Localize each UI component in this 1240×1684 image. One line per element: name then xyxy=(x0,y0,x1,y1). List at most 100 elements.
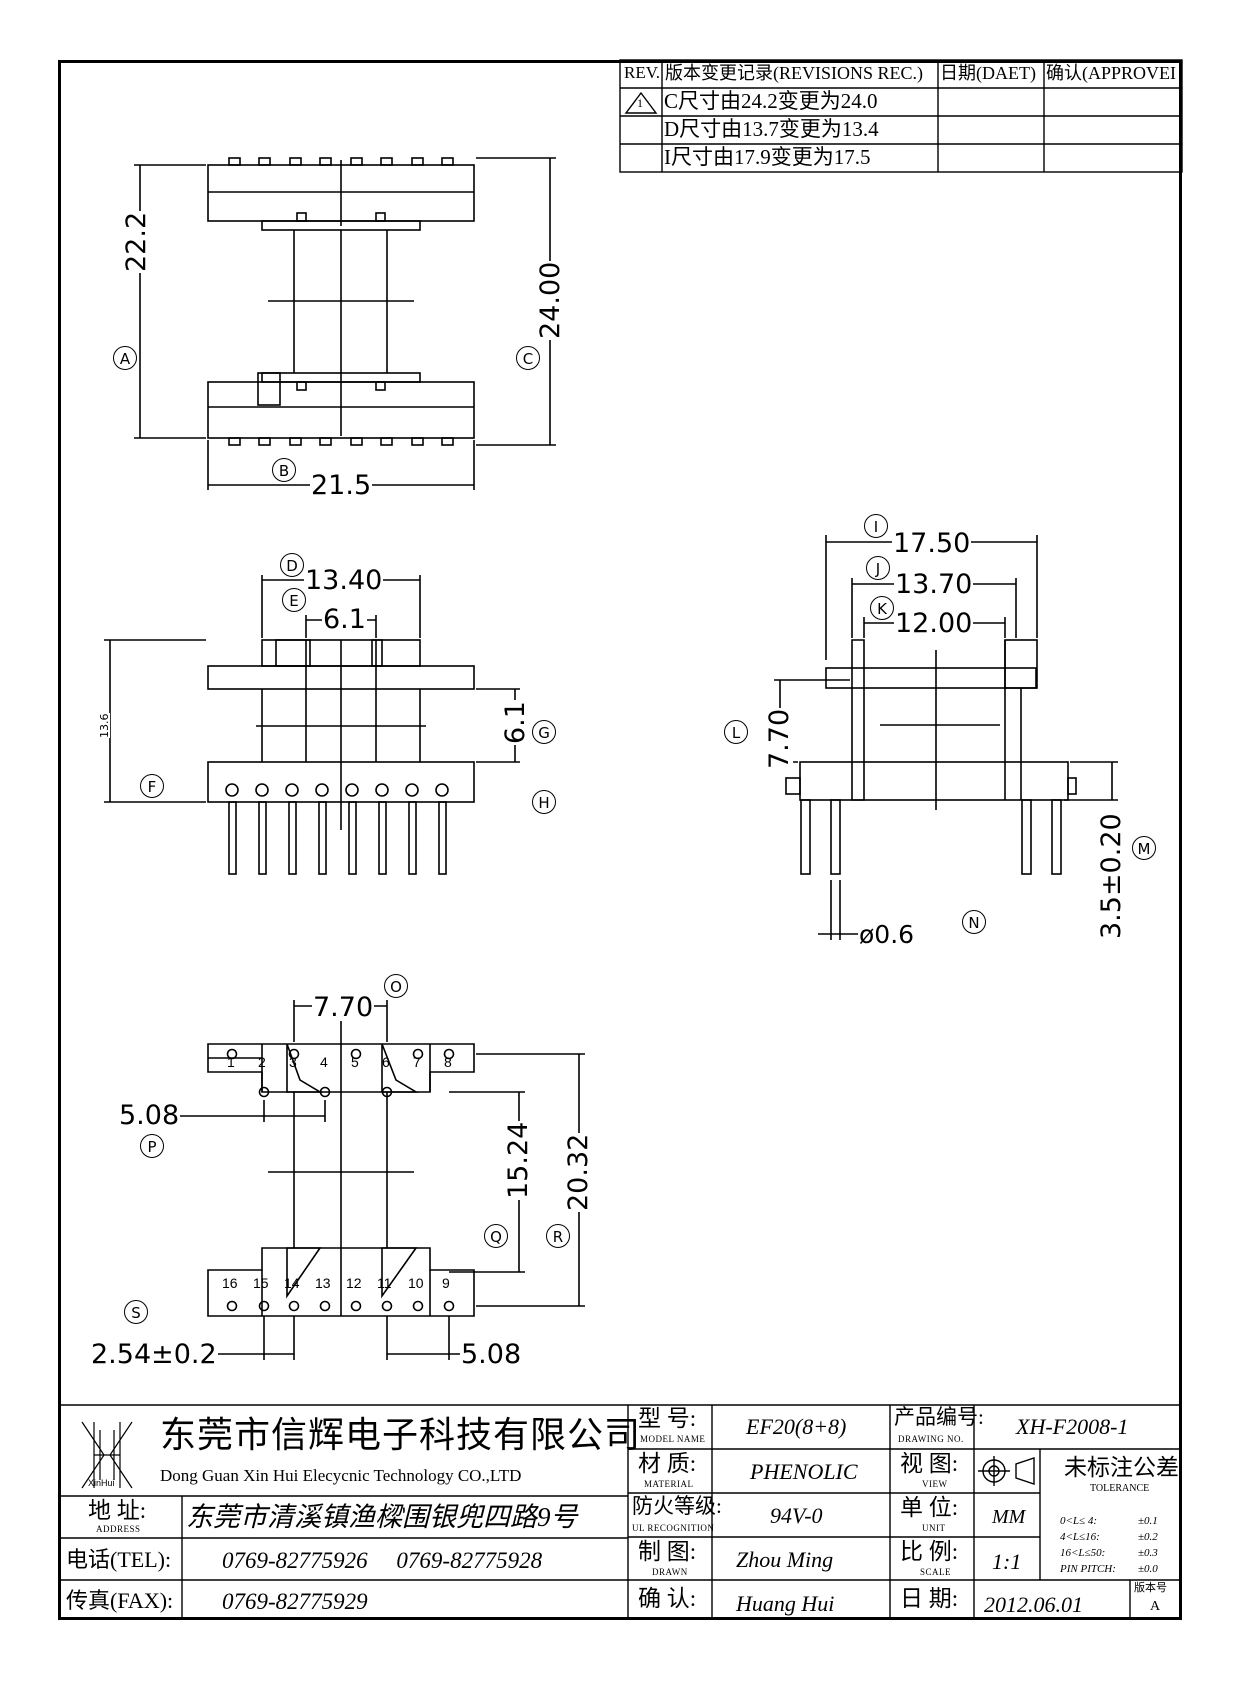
dim-L-value: 7.70 xyxy=(764,707,795,770)
bottom-view xyxy=(180,1000,585,1360)
dim-H-tag: H xyxy=(532,790,556,814)
version-value: A xyxy=(1150,1599,1161,1614)
unit-value: MM xyxy=(992,1506,1026,1528)
rev-row-1-text: C尺寸由24.2变更为24.0 xyxy=(664,89,878,113)
dim-F-tag: F xyxy=(140,774,164,798)
pin-label: 5 xyxy=(351,1054,359,1070)
pin-label: 2 xyxy=(258,1054,266,1070)
scale-value: 1:1 xyxy=(992,1549,1022,1574)
rev-header-approve: 确认(APPROVEI xyxy=(1046,63,1177,83)
rev-row-2-text: D尺寸由13.7变更为13.4 xyxy=(664,117,879,141)
dim-K-value: 12.00 xyxy=(894,608,974,639)
dim-B-tag: B xyxy=(272,458,296,482)
material-value: PHENOLIC xyxy=(750,1459,858,1484)
tolerance-range: 16<L≤50: xyxy=(1060,1547,1106,1559)
dim-S2-value: 5.08 xyxy=(460,1339,523,1370)
company-name-en: Dong Guan Xin Hui Elecycnic Technology C… xyxy=(160,1466,522,1485)
pin-label: 9 xyxy=(442,1275,450,1291)
unit-label: 单 位: xyxy=(900,1495,959,1520)
unit-sub: UNIT xyxy=(922,1523,946,1533)
dim-Q-tag: Q xyxy=(484,1224,508,1248)
scale-sub: SCALE xyxy=(920,1567,952,1577)
material-sub: MATERIAL xyxy=(644,1479,694,1489)
drawing-no-label: 产品编号: xyxy=(894,1405,984,1429)
pin-label: 11 xyxy=(377,1275,392,1291)
dim-I-value: 17.50 xyxy=(892,528,972,559)
address-sub: ADDRESS xyxy=(96,1524,141,1534)
check-label: 确 认: xyxy=(638,1586,697,1611)
rev-header-rev: REV. xyxy=(624,63,661,82)
company-name-cn: 东莞市信辉电子科技有限公司 xyxy=(160,1415,642,1455)
tolerance-range: 0<L≤ 4: xyxy=(1060,1515,1097,1527)
address-value: 东莞市清溪镇渔樑围银兜四路9号 xyxy=(186,1502,578,1532)
side-view-pins xyxy=(104,575,520,875)
dim-S-tag: S xyxy=(124,1300,148,1324)
pin-label: 1 xyxy=(227,1054,235,1070)
dim-C-value: 24.00 xyxy=(535,260,566,340)
ul-value: 94V-0 xyxy=(770,1503,823,1528)
side-view-pins-holes xyxy=(225,783,449,797)
pin-label: 6 xyxy=(382,1054,390,1070)
dim-K-tag: K xyxy=(870,596,894,620)
rev-header-date: 日期(DAET) xyxy=(940,63,1036,83)
tolerance-range: PIN PITCH: xyxy=(1060,1563,1116,1575)
rev-row-3-text: I尺寸由17.9变更为17.5 xyxy=(664,145,871,169)
dim-P-value: 5.08 xyxy=(118,1100,181,1131)
dim-C-tag: C xyxy=(516,346,540,370)
pin-label: 16 xyxy=(222,1275,238,1291)
dim-E-value: 6.1 xyxy=(322,604,367,635)
dim-I-tag: I xyxy=(864,514,888,538)
revision-table xyxy=(619,59,1183,173)
projection-symbol-icon xyxy=(978,1456,1035,1486)
model-sub: MODEL NAME xyxy=(640,1434,706,1444)
dim-R-value: 20.32 xyxy=(563,1132,594,1212)
scale-label: 比 例: xyxy=(900,1539,959,1564)
dim-A-value: 22.2 xyxy=(121,210,152,273)
pin-label: 14 xyxy=(284,1275,300,1291)
dim-A-tag: A xyxy=(113,346,137,370)
dim-M-value: 3.5±0.20 xyxy=(1096,812,1127,940)
tolerance-value: ±0.1 xyxy=(1138,1515,1158,1527)
dim-E-tag: E xyxy=(282,588,306,612)
tel-value: 0769-82775926 0769-82775928 xyxy=(222,1548,543,1573)
fax-label: 传真(FAX): xyxy=(66,1588,174,1613)
tolerance-value: ±0.2 xyxy=(1138,1531,1158,1543)
pin-label: 7 xyxy=(413,1054,421,1070)
pin-label: 12 xyxy=(346,1275,362,1291)
dim-S-value: 2.54±0.2 xyxy=(90,1339,218,1370)
drawn-label: 制 图: xyxy=(638,1539,697,1564)
tolerance-value: ±0.0 xyxy=(1138,1563,1158,1575)
dim-F-value: 13.6 xyxy=(98,713,111,738)
front-view-top-pins xyxy=(228,157,454,166)
check-value: Huang Hui xyxy=(736,1591,835,1616)
dim-N-value: ø0.6 xyxy=(858,920,916,949)
dim-D-value: 13.40 xyxy=(304,565,384,596)
revision-triangle-icon xyxy=(624,91,658,114)
date-label: 日 期: xyxy=(900,1586,959,1611)
front-view-bottom-pins xyxy=(228,437,454,446)
dim-J-tag: J xyxy=(866,556,890,580)
side-view-leads xyxy=(228,801,447,875)
material-label: 材 质: xyxy=(638,1451,697,1476)
pin-label: 15 xyxy=(253,1275,269,1291)
ul-sub: UL RECOGNITION xyxy=(632,1523,715,1533)
dim-B-value: 21.5 xyxy=(310,470,373,501)
drawing-no-sub: DRAWING NO. xyxy=(898,1434,964,1444)
date-value: 2012.06.01 xyxy=(984,1592,1083,1617)
company-logo xyxy=(81,1421,133,1489)
dim-G-tag: G xyxy=(532,720,556,744)
pin-label: 4 xyxy=(320,1054,328,1070)
pin-label: 10 xyxy=(408,1275,424,1291)
dim-O-value: 7.70 xyxy=(312,992,375,1023)
ul-label: 防火等级: xyxy=(632,1494,722,1518)
rev-header-record: 版本变更记录(REVISIONS REC.) xyxy=(665,63,924,83)
title-block xyxy=(58,1404,1182,1620)
tolerance-title: 未标注公差 xyxy=(1064,1455,1179,1480)
pin-label: 3 xyxy=(289,1054,297,1070)
dim-N-tag: N xyxy=(962,910,986,934)
dim-G-value: 6.1 xyxy=(500,700,531,745)
model-value: EF20(8+8) xyxy=(746,1414,847,1439)
dim-Q-value: 15.24 xyxy=(503,1120,534,1200)
tolerance-range: 4<L≤16: xyxy=(1060,1531,1100,1543)
